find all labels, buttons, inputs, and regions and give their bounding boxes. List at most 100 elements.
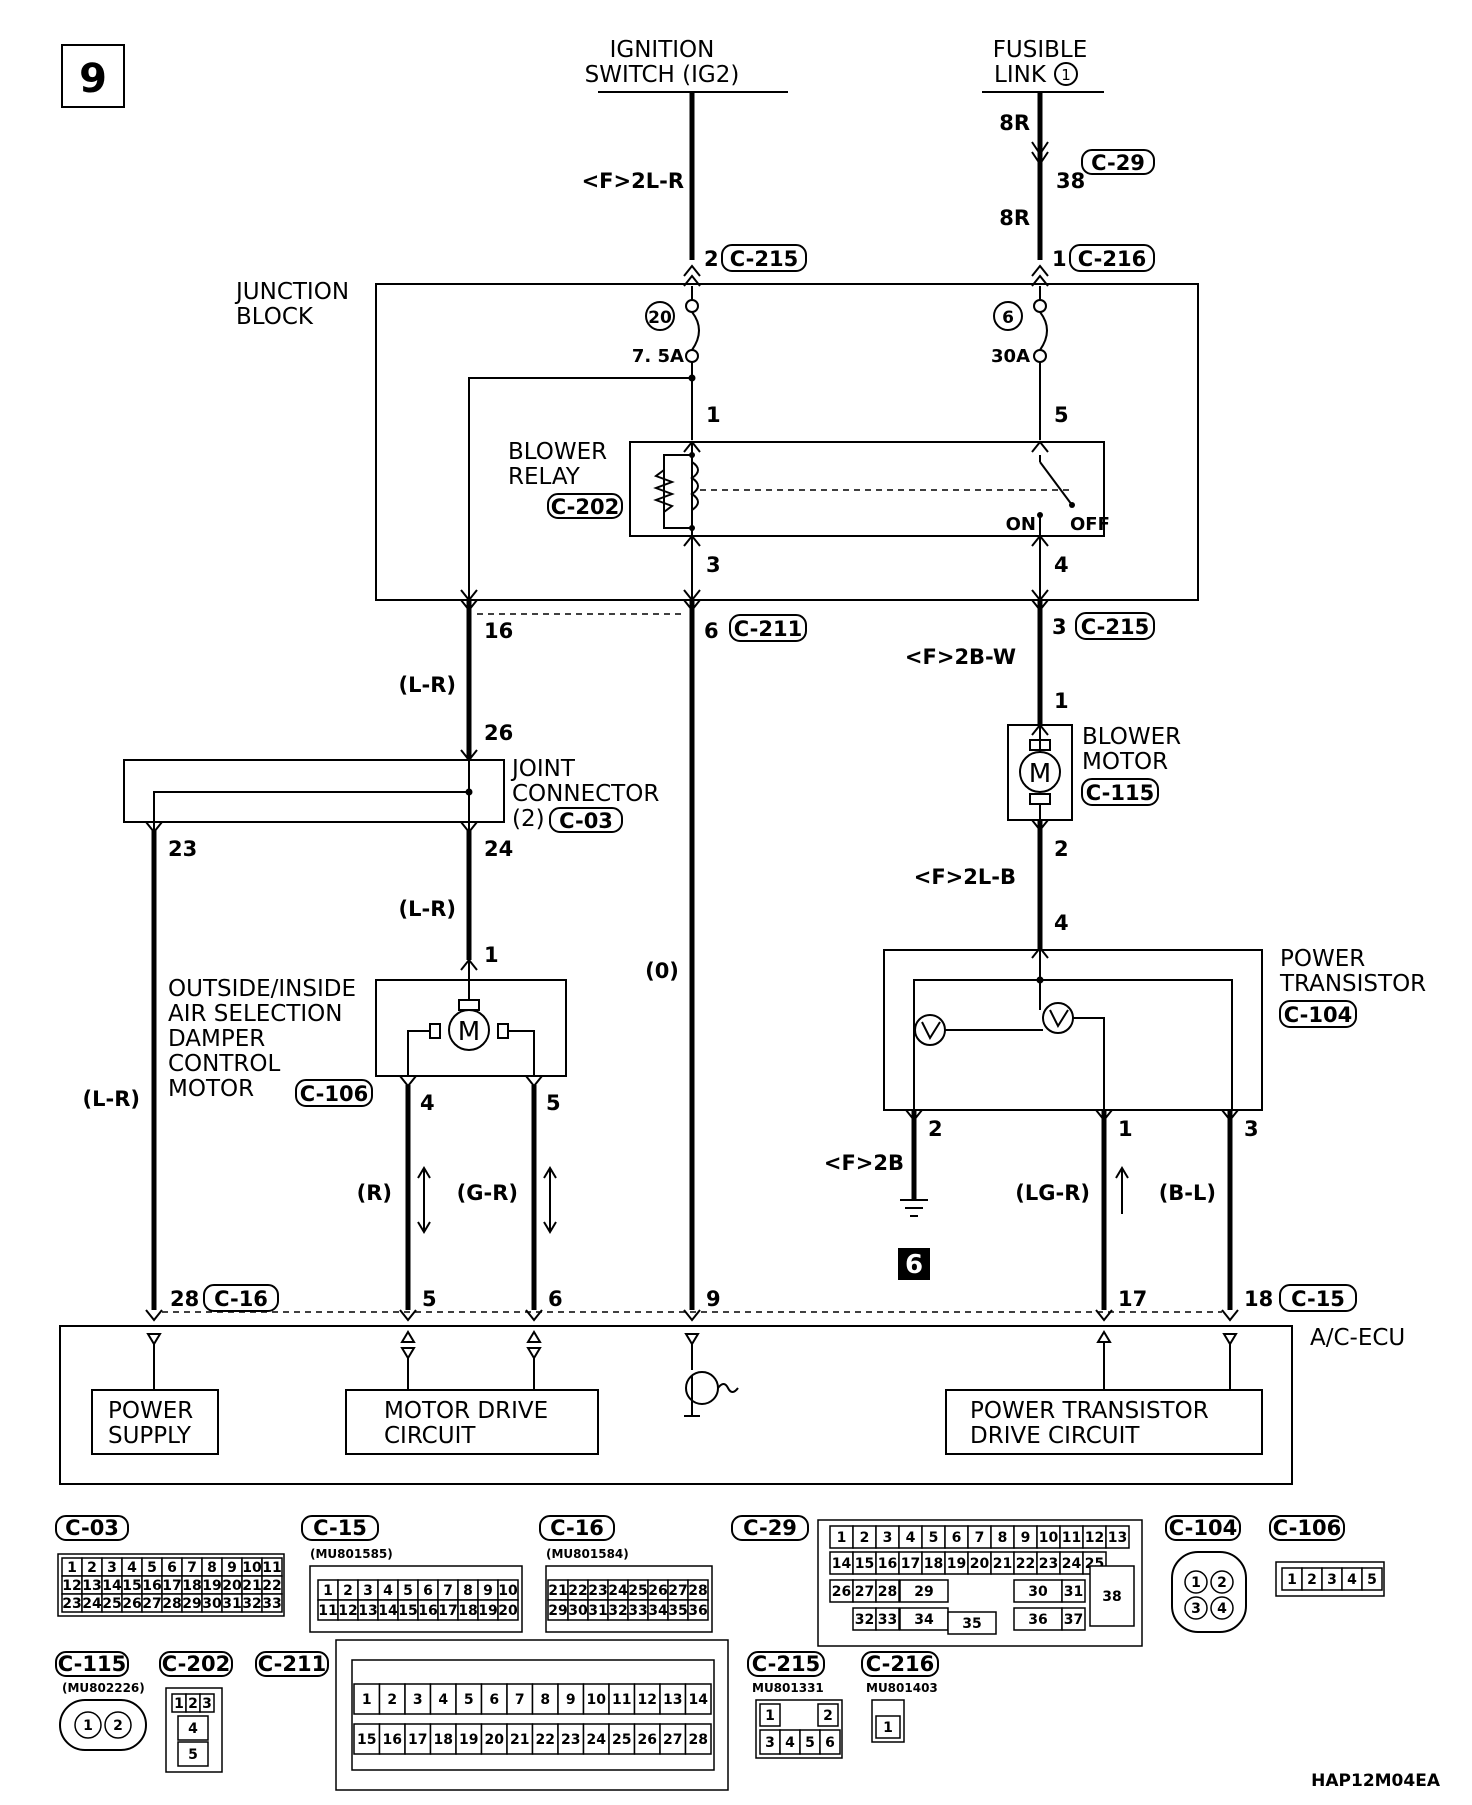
c15-cell-6-label: 6: [423, 1583, 433, 1599]
c211-cell-9-label: 9: [566, 1692, 576, 1708]
c106-cell-5: [1361, 1567, 1383, 1591]
c29-cell-16-label: 16: [878, 1556, 897, 1572]
c29-cell-30-label: 30: [1028, 1584, 1048, 1600]
pt-transistor-right: [1042, 1002, 1074, 1034]
dm-label-3: DAMPER: [168, 1026, 265, 1052]
c211-cell-17-label: 17: [408, 1732, 427, 1748]
bm-symbol: M: [1029, 759, 1051, 789]
ecu-transistor-sig: [717, 1383, 739, 1393]
c03-cell-2-label: 2: [87, 1560, 97, 1576]
c104-pin-3: [1184, 1596, 1208, 1620]
dm-label-1: OUTSIDE/INSIDE: [168, 976, 356, 1002]
c29-cell-22-label: 22: [1016, 1556, 1035, 1572]
ecu-motor-drive: [345, 1389, 599, 1455]
c211-cell-13: [659, 1683, 687, 1715]
pt-rails: [913, 979, 1233, 1110]
pt-transistor-left: [914, 1014, 946, 1046]
bm-rotor: [1019, 751, 1061, 793]
c03-cell-3-label: 3: [107, 1560, 117, 1576]
c03-cell-20-label: 20: [222, 1578, 242, 1594]
relay-pin-5: 5: [1054, 403, 1069, 427]
legend-tag-c16: [539, 1515, 615, 1541]
dm-arrow-5: [525, 1075, 543, 1088]
c211-cell-18-label: 18: [434, 1732, 453, 1748]
c03-cell-11-label: 11: [262, 1560, 281, 1576]
c03-cell-30-label: 30: [202, 1596, 222, 1612]
c03-cell-9-label: 9: [227, 1560, 237, 1576]
c215-cell-2-label: 2: [823, 1708, 833, 1724]
wire-label-bl: (B-L): [1159, 1181, 1216, 1205]
c211-cell-27-label: 27: [663, 1732, 682, 1748]
c211-cell-26-label: 26: [638, 1732, 657, 1748]
wire-label-lgr: (LG-R): [1015, 1181, 1090, 1205]
wire-label-gr: (G-R): [457, 1181, 518, 1205]
c15-cell-16-label: 16: [418, 1603, 437, 1619]
legend-c15-part: (MU801585): [310, 1547, 393, 1561]
conn-tag-c216-top: [1069, 244, 1155, 272]
c03-cell-18-label: 18: [182, 1578, 201, 1594]
c03-cell-22-label: 22: [262, 1578, 281, 1594]
conn-tag-c211: [729, 614, 807, 642]
c15-cell-7-label: 7: [443, 1583, 453, 1599]
dm-lead-4: [407, 1030, 430, 1076]
c211-cell-5: [455, 1683, 483, 1715]
wire-label-r: (R): [357, 1181, 392, 1205]
damper-motor-box: [375, 979, 567, 1077]
joint-internal: [153, 760, 470, 830]
legend-tag-c29: [731, 1515, 809, 1541]
blower-relay-label-2: RELAY: [508, 464, 581, 490]
wire-label-zero: (0): [645, 959, 679, 983]
arrow-lgr-head: [1115, 1166, 1129, 1179]
c29-cell-2-label: 2: [860, 1530, 870, 1546]
c29-cell-11-label: 11: [1062, 1530, 1081, 1546]
c03-cell-21-label: 21: [242, 1578, 261, 1594]
joint-connector-box: [123, 759, 505, 823]
ecu-arrow-9: [683, 1309, 701, 1322]
ecu-md-label-2: CIRCUIT: [384, 1423, 476, 1449]
fuse-right-num: 6: [1002, 308, 1014, 328]
c211-cell-21: [506, 1723, 534, 1755]
c15-cell-20-label: 20: [498, 1603, 518, 1619]
ecu-power-supply: [91, 1389, 219, 1455]
pt-arrow-2: [905, 1109, 923, 1122]
c16-cell-36: [687, 1599, 709, 1621]
ecu-arrow-6: [525, 1309, 543, 1322]
fuse-right-top: [1033, 299, 1047, 313]
c15-cell-12-label: 12: [338, 1603, 357, 1619]
ecu-pin-28: 28: [170, 1287, 199, 1311]
ecu-pt-drive: [945, 1389, 1263, 1455]
c29-cell-12-label: 12: [1085, 1530, 1104, 1546]
c29-cell-31-label: 31: [1064, 1584, 1083, 1600]
c16-cell-24-label: 24: [608, 1583, 628, 1599]
junction-label-1: JUNCTION: [234, 279, 349, 305]
ecu-arrow-18: [1221, 1309, 1239, 1322]
c211-cell-8: [531, 1683, 559, 1715]
legend-tag-c216: [861, 1651, 939, 1677]
c104-pin-2: [1210, 1570, 1234, 1594]
bm-brush-top: [1029, 739, 1051, 751]
joint-label-2: CONNECTOR: [512, 781, 659, 807]
ecu-ps-label-2: SUPPLY: [108, 1423, 192, 1449]
c202-cell-3-label: 3: [202, 1696, 212, 1712]
dm-arrow-4: [399, 1075, 417, 1088]
c15-cell-20: [497, 1599, 519, 1621]
wire-label-lr-c: (L-R): [83, 1087, 140, 1111]
dm-rotor: [448, 1009, 490, 1051]
c29-cell-31: [1061, 1579, 1086, 1603]
blower-motor-label-2: MOTOR: [1082, 749, 1168, 775]
conn-label-c106: C-106: [300, 1082, 368, 1106]
ignition-label-1: IGNITION: [610, 37, 715, 63]
legend-c215-name: C-215: [752, 1652, 820, 1676]
ecu-pin-9: 9: [706, 1287, 721, 1311]
c29-cell-10-label: 10: [1039, 1530, 1059, 1546]
jb-arrow-left: [683, 264, 701, 287]
ecu-md-label-1: MOTOR DRIVE: [384, 1398, 548, 1424]
pin-16: 16: [484, 619, 513, 643]
c03-cell-4-label: 4: [127, 1560, 137, 1576]
c106-cell-5-label: 5: [1367, 1572, 1377, 1588]
c211-cell-3-label: 3: [413, 1692, 423, 1708]
c29-cell-28: [875, 1579, 900, 1603]
c211-cell-12-label: 12: [638, 1692, 657, 1708]
c16-cell-33-label: 33: [628, 1603, 647, 1619]
c211-cell-22-label: 22: [536, 1732, 555, 1748]
